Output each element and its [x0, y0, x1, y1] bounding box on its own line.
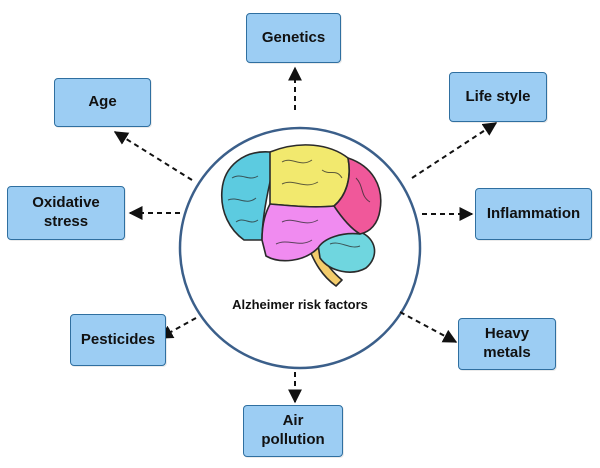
brain-parietal-lobe	[269, 144, 350, 208]
factor-pesticides: Pesticides	[70, 314, 166, 366]
factor-oxidative-stress: Oxidative stress	[7, 186, 125, 240]
arrow-life-style	[411, 122, 498, 179]
factor-age: Age	[54, 78, 151, 127]
factor-life-style: Life style	[449, 72, 547, 122]
factor-genetics: Genetics	[246, 13, 341, 63]
arrow-heavy-metals	[399, 311, 458, 343]
factor-inflammation: Inflammation	[475, 188, 592, 240]
brain-temporal-lobe	[261, 203, 361, 262]
center-label: Alzheimer risk factors	[232, 297, 368, 312]
factor-heavy-metals: Heavy metals	[458, 318, 556, 370]
arrow-age	[113, 131, 193, 181]
brain-illustration	[220, 144, 382, 287]
arrow-pesticides	[158, 317, 197, 339]
factor-air-pollution: Air pollution	[243, 405, 343, 457]
